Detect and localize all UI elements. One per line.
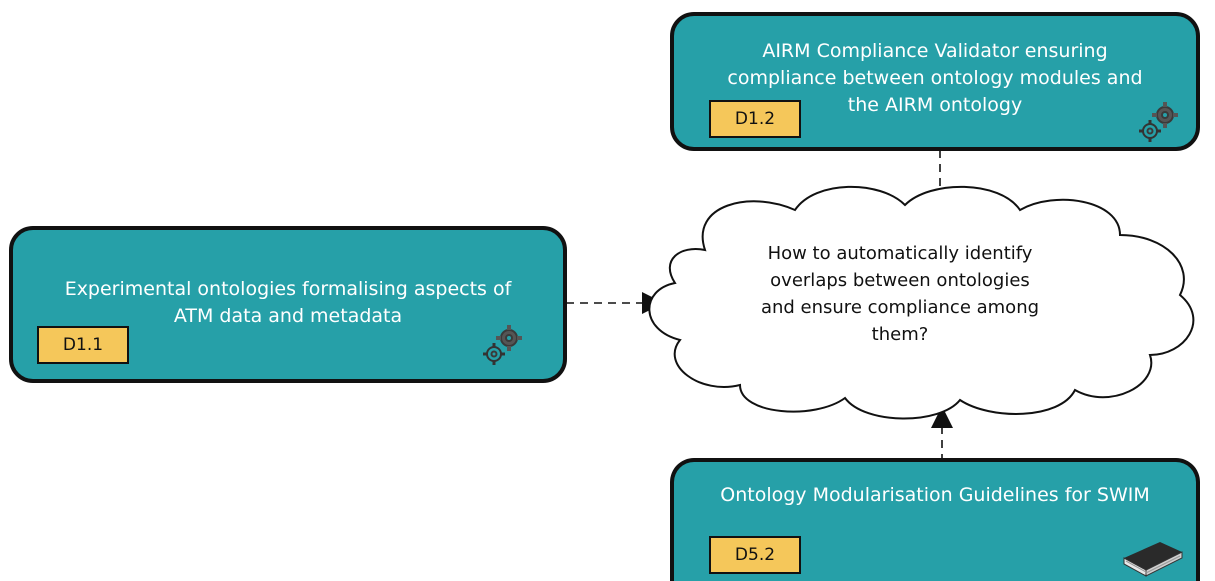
node-d11-text: Experimental ontologies formalising aspe… [64,278,512,327]
badge-d52: D5.2 [709,536,801,574]
node-d52-modularisation-guidelines: Ontology Modularisation Guidelines for S… [670,458,1200,581]
gears-icon [1139,102,1178,142]
gears-icon [483,325,522,365]
question-text: How to automatically identify overlaps b… [760,243,1040,345]
node-d12-text: AIRM Compliance Validator ensuring compl… [727,40,1143,116]
book-icon [1123,542,1183,577]
node-d52-text: Ontology Modularisation Guidelines for S… [720,484,1150,506]
cloud-shape [648,185,1195,420]
node-d12-airm-compliance-validator: AIRM Compliance Validator ensuring compl… [670,12,1200,151]
node-d11-experimental-ontologies: Experimental ontologies formalising aspe… [9,226,567,383]
badge-d11: D1.1 [37,326,129,364]
arrow-d52-to-question [931,406,953,462]
badge-d12: D1.2 [709,100,801,138]
